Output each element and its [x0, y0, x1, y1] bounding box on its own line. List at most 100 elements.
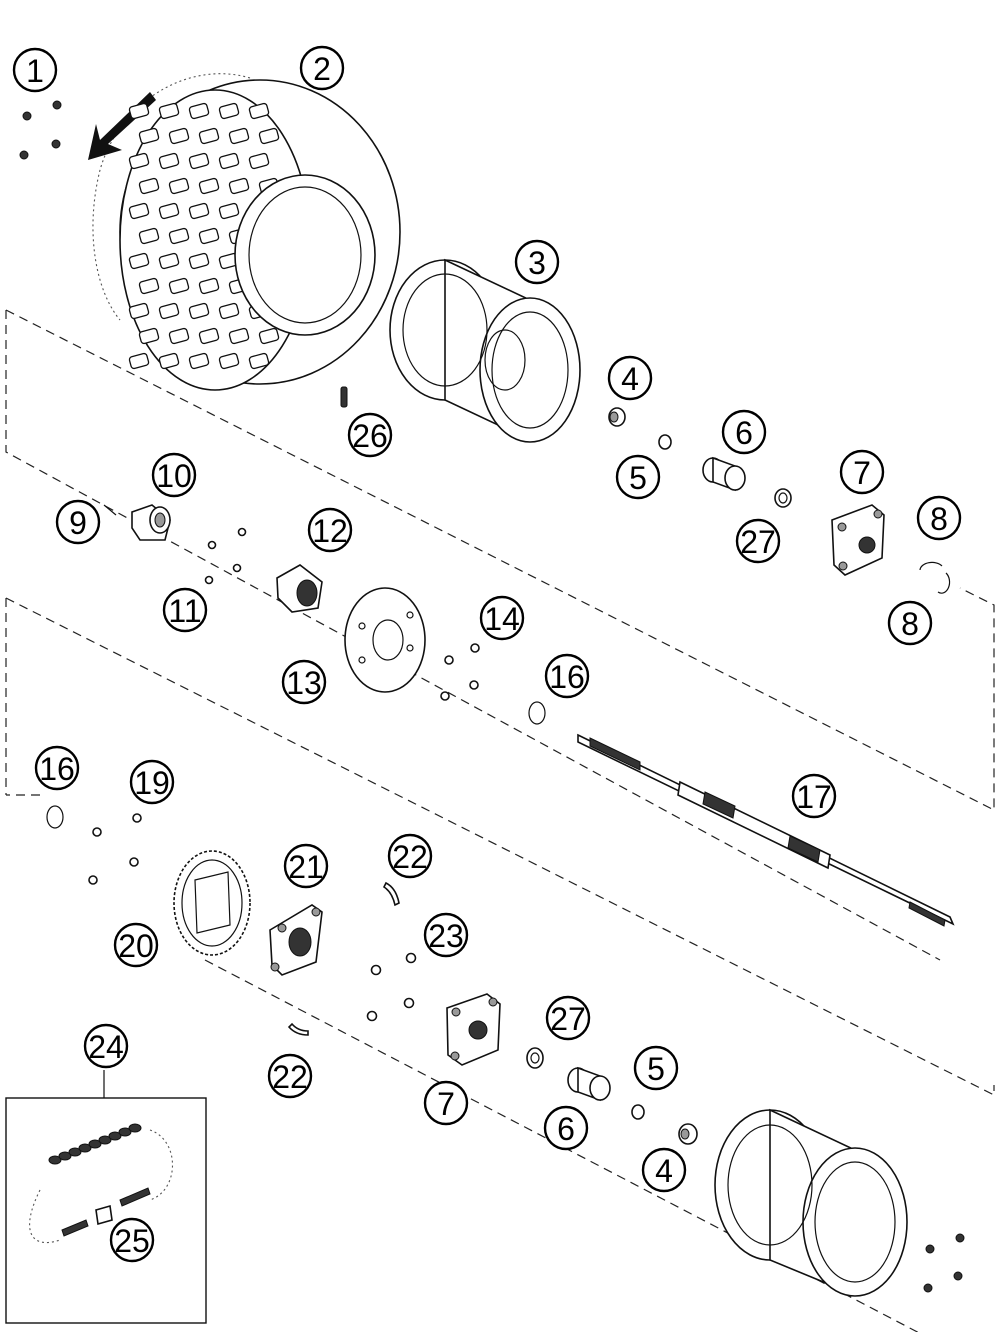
- axle-nut-top: [608, 407, 626, 427]
- callout-19: 19: [129, 759, 175, 805]
- callout-2: 2: [299, 45, 345, 91]
- callout-13: 13: [281, 659, 327, 705]
- callout-ring: [151, 452, 197, 498]
- tread-block: [258, 127, 280, 145]
- callout-7: 7: [839, 449, 885, 495]
- callout-7: 7: [423, 1080, 469, 1126]
- callout-23: 23: [423, 912, 469, 958]
- callout-ring: [55, 499, 101, 545]
- brake-hub-12: [276, 564, 323, 613]
- callout-ring: [545, 995, 591, 1041]
- tread-block: [198, 177, 220, 195]
- callout-8: 8: [916, 495, 962, 541]
- callout-ring: [109, 1217, 155, 1263]
- bolts-19: [88, 813, 142, 885]
- circlip-pair: [919, 561, 951, 594]
- sprocket-20: [173, 850, 251, 956]
- callout-8: 8: [887, 600, 933, 646]
- callout-number: 17: [796, 779, 832, 815]
- callout-number: 2: [313, 51, 331, 87]
- tread-block: [138, 327, 160, 345]
- callout-ring: [162, 587, 208, 633]
- chain-link: [88, 1139, 102, 1149]
- callout-ring: [615, 454, 661, 500]
- callout-ring: [544, 653, 590, 699]
- callout-27: 27: [545, 995, 591, 1041]
- tread-block: [138, 177, 160, 195]
- tread-block: [198, 277, 220, 295]
- callout-ring: [307, 507, 353, 553]
- callout-number: 23: [428, 918, 464, 954]
- chain-link: [98, 1135, 112, 1145]
- tread-block: [188, 302, 210, 320]
- callout-11: 11: [162, 587, 208, 633]
- tread-block: [138, 127, 160, 145]
- washer-bottom: [631, 1104, 645, 1120]
- callout-ring: [543, 1105, 589, 1151]
- callout-number: 19: [134, 765, 170, 801]
- callout-16: 16: [34, 745, 80, 791]
- callout-number: 20: [118, 928, 154, 964]
- callout-number: 27: [740, 524, 776, 560]
- callout-ring: [299, 45, 345, 91]
- tread-block: [188, 352, 210, 370]
- callout-4: 4: [641, 1147, 687, 1193]
- nuts-23: [366, 952, 417, 1022]
- callout-ring: [283, 843, 329, 889]
- callout-ring: [267, 1053, 313, 1099]
- chain-link: [118, 1127, 132, 1137]
- callout-number: 12: [312, 513, 348, 549]
- tread-block: [138, 277, 160, 295]
- tread-block: [128, 202, 150, 220]
- callout-5: 5: [615, 454, 661, 500]
- tread-block: [228, 127, 250, 145]
- chain-link: [108, 1131, 122, 1141]
- tread-block: [248, 102, 270, 120]
- callout-3: 3: [514, 239, 560, 285]
- callout-number: 26: [352, 418, 388, 454]
- callout-number: 4: [655, 1153, 673, 1189]
- tread-block: [188, 102, 210, 120]
- tread-block: [228, 177, 250, 195]
- callout-ring: [34, 745, 80, 791]
- callout-number: 27: [550, 1001, 586, 1037]
- callout-ring: [633, 1045, 679, 1091]
- tread-block: [188, 252, 210, 270]
- chain-link: [78, 1143, 92, 1153]
- callout-number: 3: [528, 245, 546, 281]
- tread-block: [188, 202, 210, 220]
- callout-21: 21: [283, 843, 329, 889]
- callout-number: 16: [39, 751, 75, 787]
- bearing-carrier-top: [831, 504, 885, 576]
- clips-22: [287, 881, 400, 1036]
- rear-axle-17: [577, 733, 955, 927]
- callout-ring: [791, 773, 837, 819]
- tread-block: [188, 152, 210, 170]
- chain-inset: [5, 1070, 207, 1324]
- assembly-guide-lines: [5, 309, 995, 1332]
- callout-26: 26: [347, 412, 393, 458]
- tread-block: [168, 227, 190, 245]
- wheel-nuts-top: [19, 100, 62, 160]
- callout-ring: [721, 409, 767, 455]
- tread-block: [198, 327, 220, 345]
- washer-27-bottom: [526, 1047, 544, 1069]
- callout-number: 14: [484, 601, 520, 637]
- axle-nut-bottom: [678, 1123, 698, 1145]
- callout-4: 4: [607, 355, 653, 401]
- callout-24: 24: [83, 1023, 129, 1069]
- callout-12: 12: [307, 507, 353, 553]
- callout-ring: [12, 47, 58, 93]
- nuts-14: [440, 643, 480, 701]
- callout-ring: [423, 912, 469, 958]
- callout-25: 25: [109, 1217, 155, 1263]
- tread-block: [168, 327, 190, 345]
- callout-ring: [514, 239, 560, 285]
- callout-number: 7: [437, 1086, 455, 1122]
- callout-16: 16: [544, 653, 590, 699]
- callout-number: 25: [114, 1223, 150, 1259]
- callout-ring: [129, 759, 175, 805]
- tread-block: [168, 177, 190, 195]
- rim-bottom: [714, 1108, 908, 1297]
